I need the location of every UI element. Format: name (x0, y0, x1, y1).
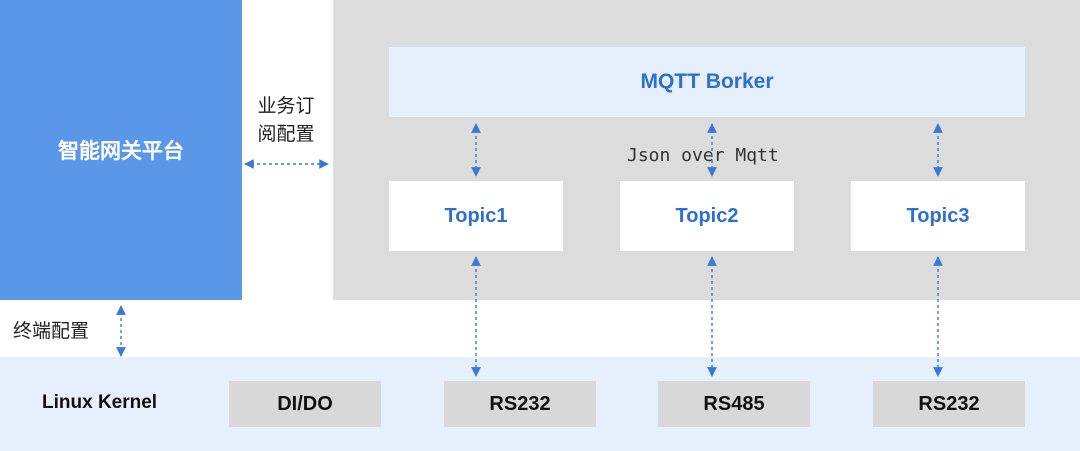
port-label-rs232-b: RS232 (918, 392, 980, 415)
port-box-dido: DI/DO (229, 381, 381, 427)
mqtt-broker-label: MQTT Borker (640, 70, 774, 93)
port-box-rs485: RS485 (658, 381, 810, 427)
port-label-dido: DI/DO (277, 392, 333, 415)
subscription-config-line2: 阅配置 (257, 123, 315, 145)
port-label-rs485: RS485 (703, 392, 765, 415)
terminal-config-label: 终端配置 (13, 320, 90, 342)
mqtt-broker-box: MQTT Borker (389, 47, 1025, 117)
port-box-rs232-a: RS232 (444, 381, 596, 427)
gateway-platform-label: 智能网关平台 (58, 139, 184, 163)
subscription-config-label: 业务订 阅配置 (246, 92, 326, 148)
topic-label-2: Topic2 (675, 204, 739, 227)
linux-kernel-label: Linux Kernel (42, 392, 158, 413)
topic-box-3: Topic3 (851, 181, 1025, 251)
topic-label-3: Topic3 (906, 204, 970, 227)
port-label-rs232-a: RS232 (489, 392, 551, 415)
protocol-label: Json over Mqtt (627, 145, 779, 166)
topic-box-2: Topic2 (620, 181, 794, 251)
gateway-platform-block: 智能网关平台 (0, 0, 242, 300)
topic-box-1: Topic1 (389, 181, 563, 251)
port-box-rs232-b: RS232 (873, 381, 1025, 427)
subscription-config-line1: 业务订 (257, 95, 315, 117)
topic-label-1: Topic1 (444, 204, 508, 227)
